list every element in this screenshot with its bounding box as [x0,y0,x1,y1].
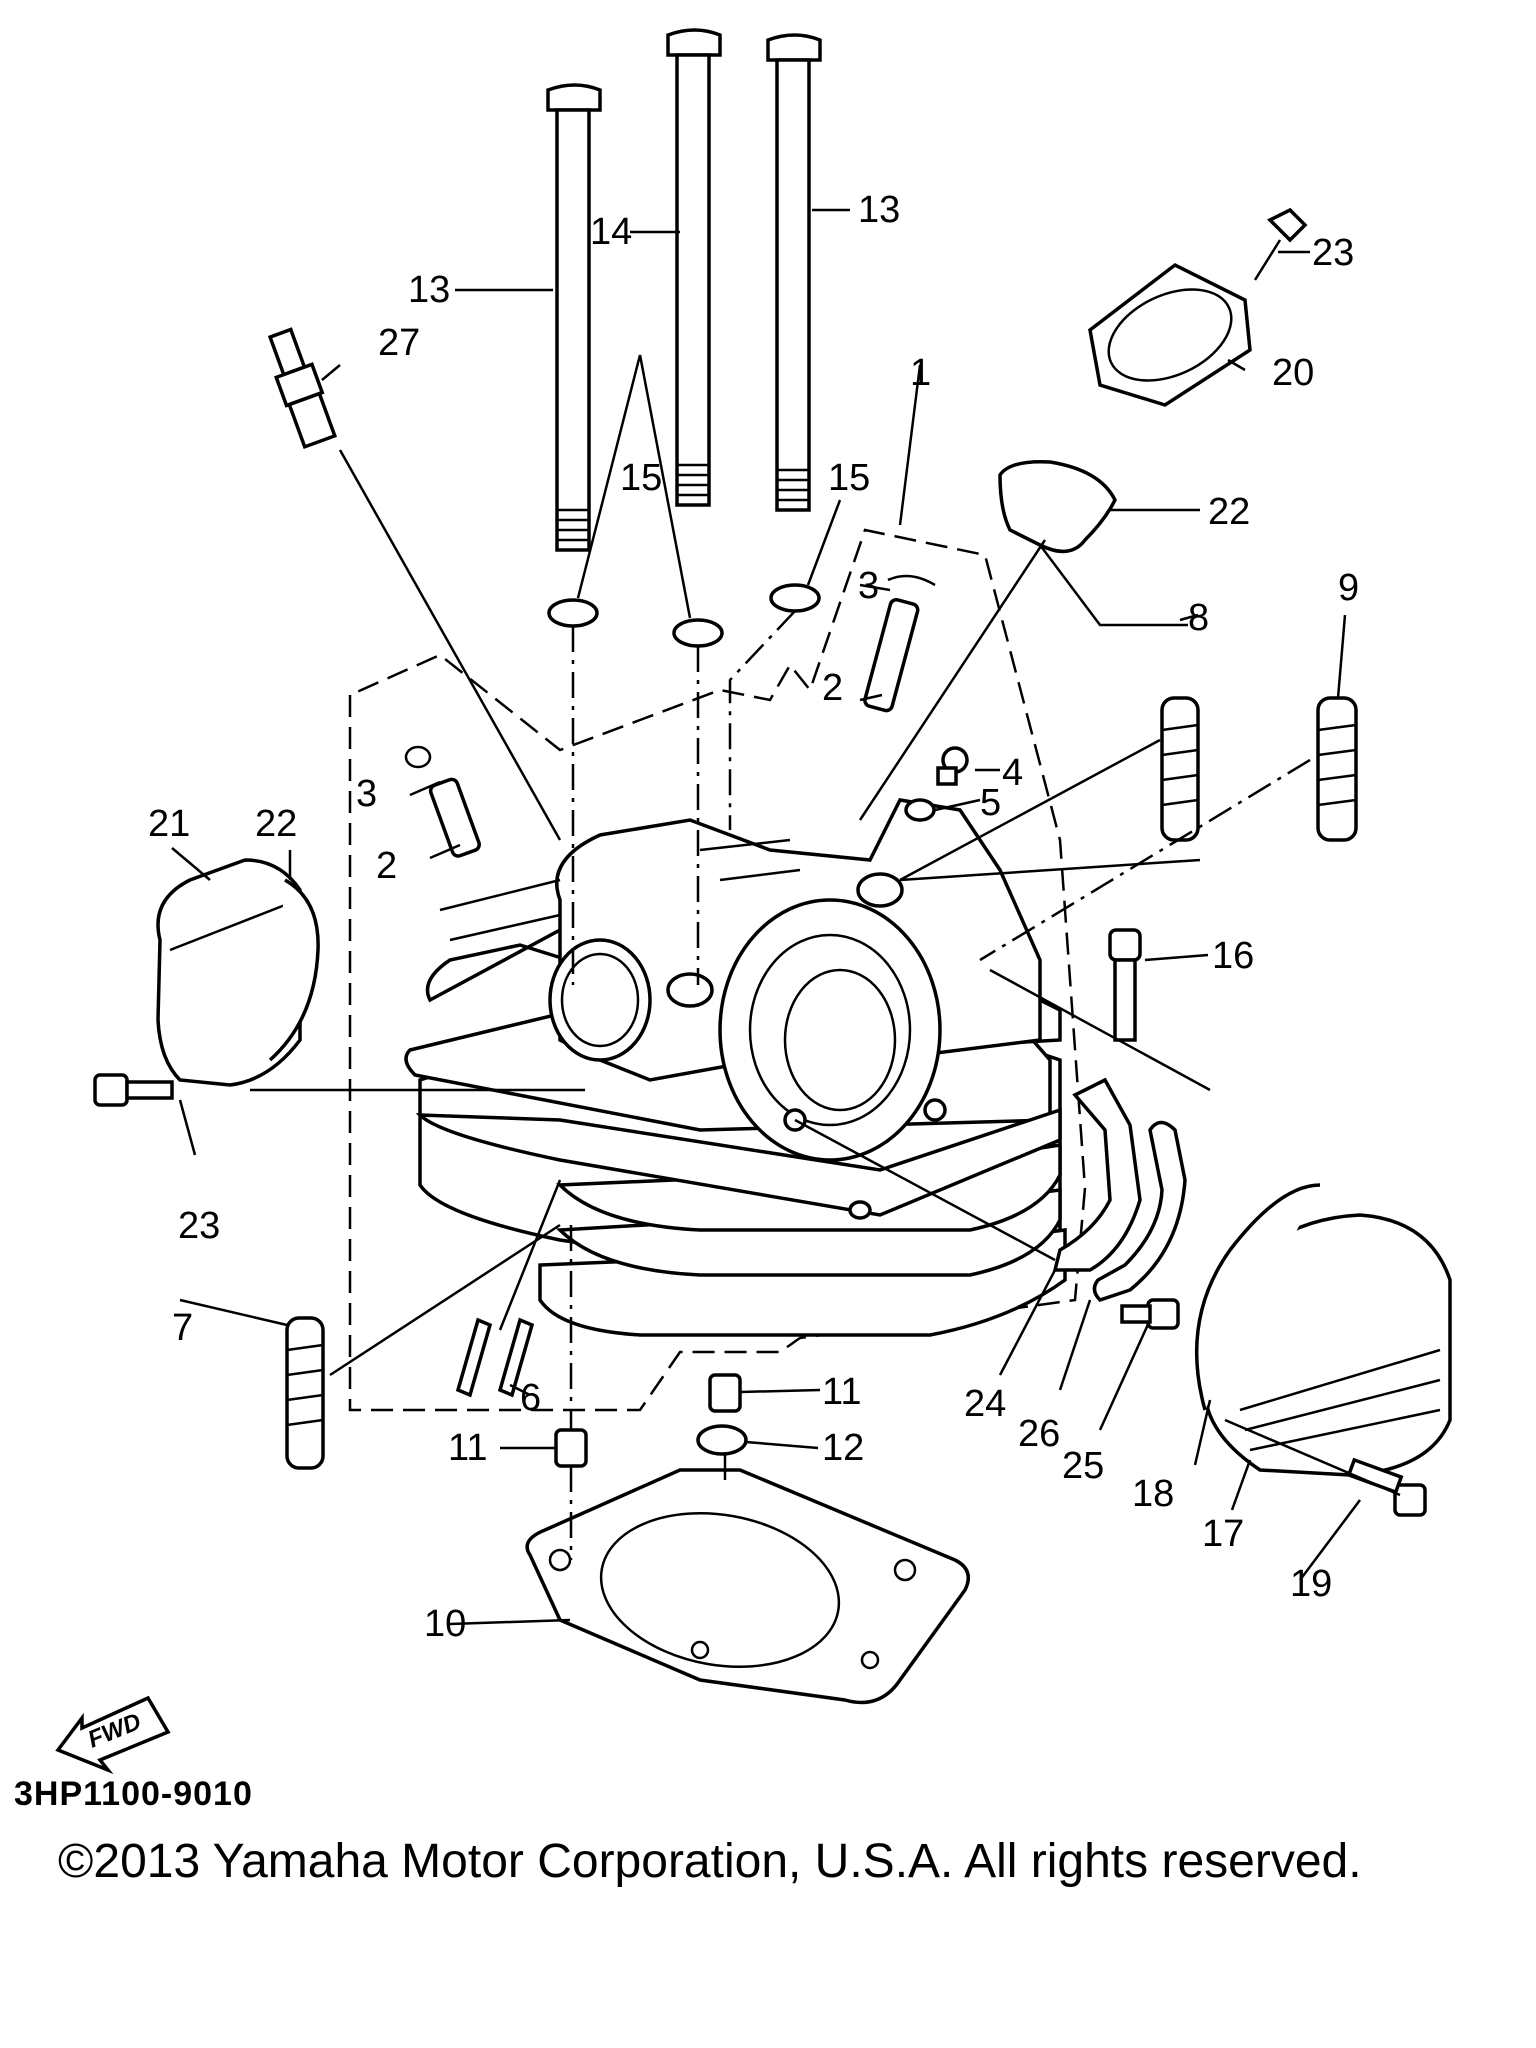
diagram-code: 3HP1100-9010 [14,1775,253,1813]
callout-13-right: 13 [858,189,900,231]
callout-7: 7 [172,1307,193,1349]
callout-22-left: 22 [255,803,297,845]
callout-2-right: 2 [822,667,843,709]
callout-26: 26 [1018,1413,1060,1455]
o-ring-22-top [998,460,1117,554]
head-bolt-13-left [546,83,602,552]
callout-12: 12 [822,1427,864,1469]
callout-9: 9 [1338,567,1359,609]
washer-15-left [547,598,599,628]
callout-5: 5 [980,782,1001,824]
washer-5 [904,798,936,822]
bolt-23-left [93,1073,174,1107]
bolt-19 [1346,1457,1427,1517]
fwd-arrow-icon: FWD [55,1695,171,1775]
callout-8: 8 [1188,597,1209,639]
bolt-16 [1108,928,1142,1042]
callout-20: 20 [1272,352,1314,394]
clip-3-left [404,745,432,769]
callout-labels: 13 14 13 27 15 15 1 22 23 20 3 2 4 5 8 9… [148,189,1359,1645]
stud-9 [1316,696,1358,842]
studs-6 [455,1317,535,1398]
valve-guide-2-left [428,777,481,858]
callout-1: 1 [910,352,931,394]
callout-17: 17 [1202,1513,1244,1555]
callout-3-right: 3 [858,565,879,607]
leader-lines [171,208,1401,1626]
stud-7 [285,1316,325,1470]
callout-13-left: 13 [408,269,450,311]
callout-23-left: 23 [178,1205,220,1247]
callout-15-left: 15 [620,457,662,499]
dowel-11-left [554,1428,588,1468]
callout-10: 10 [424,1603,466,1645]
dowel-11-right [708,1373,742,1413]
callout-16: 16 [1212,935,1254,977]
head-bolt-14 [666,28,722,507]
callout-21: 21 [148,803,190,845]
washer-15-right [769,583,821,613]
callout-24: 24 [964,1383,1006,1425]
bolt-25 [1120,1298,1180,1330]
washer-15-mid [672,618,724,648]
callout-11-left: 11 [448,1427,487,1469]
callout-6: 6 [520,1377,541,1419]
clip-3-right [887,574,936,587]
bolt-23-top [1253,207,1308,281]
spark-plug-27 [267,327,338,450]
head-gasket-10 [525,1468,971,1705]
callout-19: 19 [1290,1563,1332,1605]
copyright-notice: ©2013 Yamaha Motor Corporation, U.S.A. A… [58,1835,1362,1888]
callout-4: 4 [1002,752,1023,794]
valve-guide-2-right [863,598,920,713]
assembly-boundary-line [348,528,1087,1412]
cylinder-head-body [404,798,1067,1337]
gasket-26 [1092,1120,1187,1303]
gasket-22-left [268,878,320,1062]
stud-8 [1160,696,1200,842]
callout-25: 25 [1062,1445,1104,1487]
callout-18: 18 [1132,1473,1174,1515]
callout-22-top: 22 [1208,491,1250,533]
cover-21 [156,858,302,1087]
intake-joint-20 [1088,262,1252,407]
screw-4 [936,746,969,786]
callout-27: 27 [378,322,420,364]
plate-24 [1052,1077,1142,1272]
callout-2-left: 2 [376,845,397,887]
callout-14: 14 [590,211,632,253]
o-ring-18 [1194,1183,1321,1411]
callout-3-left: 3 [356,773,377,815]
callout-15-right: 15 [828,457,870,499]
head-bolt-13-right [766,33,822,512]
callout-11-right: 11 [822,1371,861,1413]
seal-12 [696,1424,748,1456]
callout-23-top: 23 [1312,232,1354,274]
